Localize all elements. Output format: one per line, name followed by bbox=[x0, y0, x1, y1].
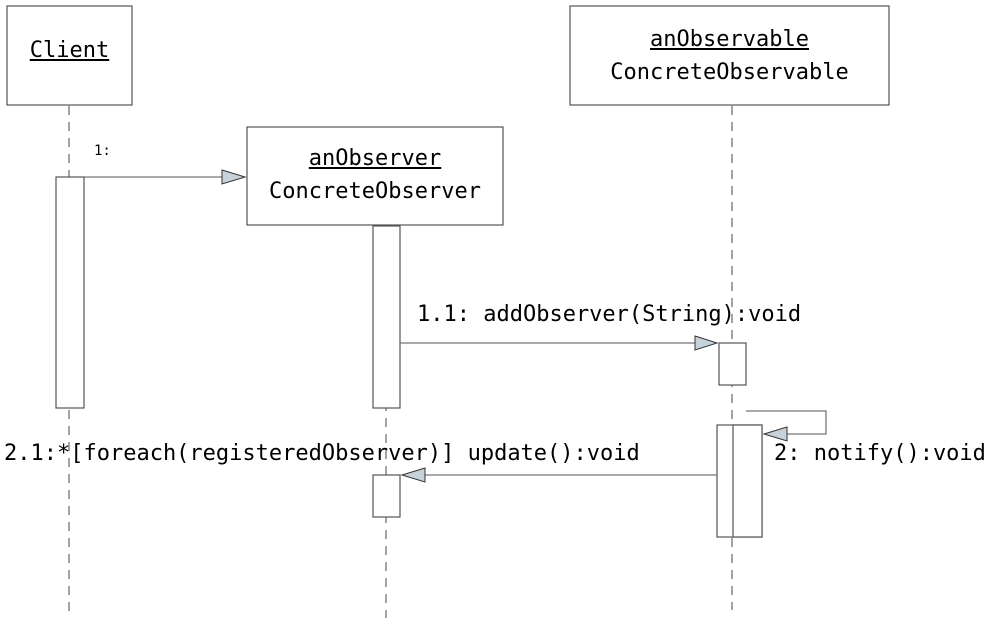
observer-update-activation-bar bbox=[372, 474, 401, 518]
message-1-label: 1: bbox=[94, 143, 111, 159]
observer-object-name: anObserver bbox=[308, 146, 442, 171]
message-2-arrowhead bbox=[762, 426, 788, 442]
client-object-name: Client bbox=[29, 38, 110, 63]
message-1-arrowhead bbox=[221, 169, 247, 185]
message-2-1-label: 2.1:*[foreach(registeredObserver)] updat… bbox=[4, 441, 640, 466]
message-1-1-label: 1.1: addObserver(String):void bbox=[417, 302, 802, 327]
message-2-label: 2: notify():void bbox=[774, 441, 986, 466]
client-activation-bar bbox=[55, 176, 85, 409]
message-1-1-arrowhead bbox=[694, 335, 719, 351]
observable-addobserver-activation-bar bbox=[718, 342, 747, 386]
observer-object-type: ConcreteObserver bbox=[269, 179, 481, 204]
message-2-1-arrowhead bbox=[400, 467, 426, 483]
observable-object-type: ConcreteObservable bbox=[610, 60, 849, 85]
observable-object-name: anObservable bbox=[650, 27, 809, 52]
observer-activation-bar bbox=[372, 225, 401, 409]
observer-object-box bbox=[246, 126, 504, 226]
client-object-box bbox=[6, 5, 133, 106]
message-2-self-line bbox=[746, 410, 827, 435]
observable-object-box bbox=[569, 5, 890, 106]
observable-notify-activation-inner bbox=[732, 424, 763, 538]
